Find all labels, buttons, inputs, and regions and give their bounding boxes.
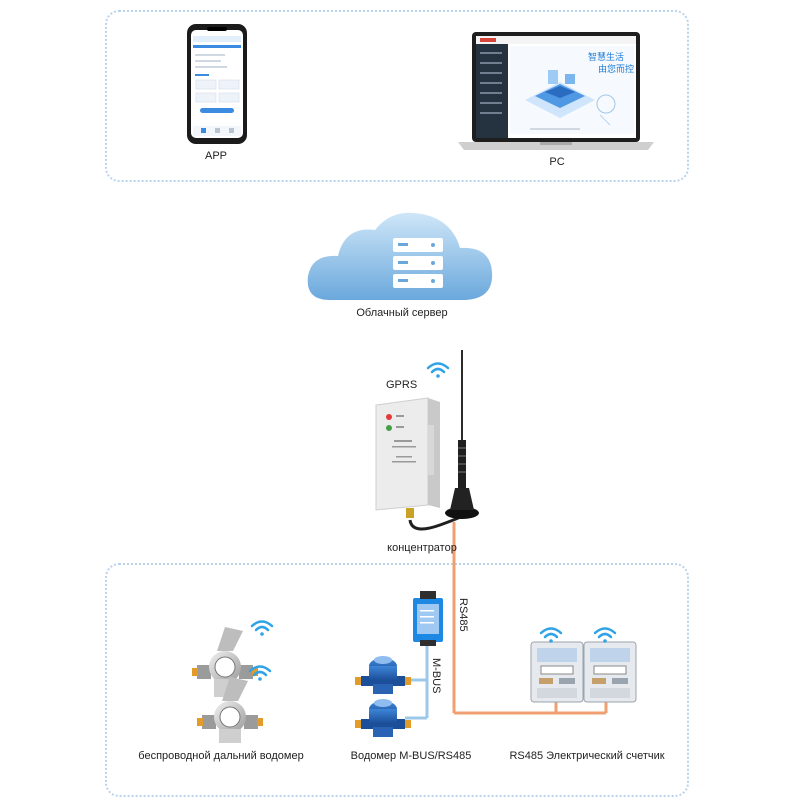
- field-devices-frame: [105, 563, 689, 797]
- wifi-icon: [426, 362, 450, 378]
- mbus-meter-label: Водомер M-BUS/RS485: [350, 750, 472, 762]
- phone-app-icon: [187, 24, 247, 144]
- mbus-converter-icon: [413, 591, 443, 646]
- wireless-meter-label: беспроводной дальний водомер: [138, 750, 304, 762]
- wifi-icon: [248, 665, 272, 681]
- concentrator-label: концентратор: [387, 542, 457, 554]
- wifi-icon: [250, 620, 274, 636]
- top-devices-frame: [105, 10, 689, 182]
- pc-headline-1: 智慧生活: [588, 51, 624, 63]
- cloud-server-label: Облачный сервер: [356, 307, 448, 319]
- wifi-icon: [593, 627, 617, 643]
- mbus-water-meter-icon: [355, 656, 411, 737]
- electric-meter-icon: [530, 641, 637, 703]
- electric-meter-label: RS485 Электрический счетчик: [509, 750, 665, 762]
- antenna-icon: [445, 350, 479, 519]
- concentrator-device-icon: [375, 397, 471, 531]
- mbus-cable-label: M-BUS: [430, 658, 442, 693]
- app-label: APP: [204, 150, 228, 162]
- wifi-icon: [539, 627, 563, 643]
- pc-headline-2: 由您而控: [598, 63, 634, 75]
- cloud-server-icon: [307, 212, 493, 300]
- rs485-cable-label: RS485: [457, 598, 469, 632]
- laptop-pc-icon: 智慧生活 由您而控: [458, 32, 654, 150]
- server-rack-icon: [393, 238, 443, 288]
- gprs-label: GPRS: [386, 379, 418, 391]
- pc-label: PC: [549, 156, 565, 168]
- wireless-water-meter-icon: [192, 627, 263, 743]
